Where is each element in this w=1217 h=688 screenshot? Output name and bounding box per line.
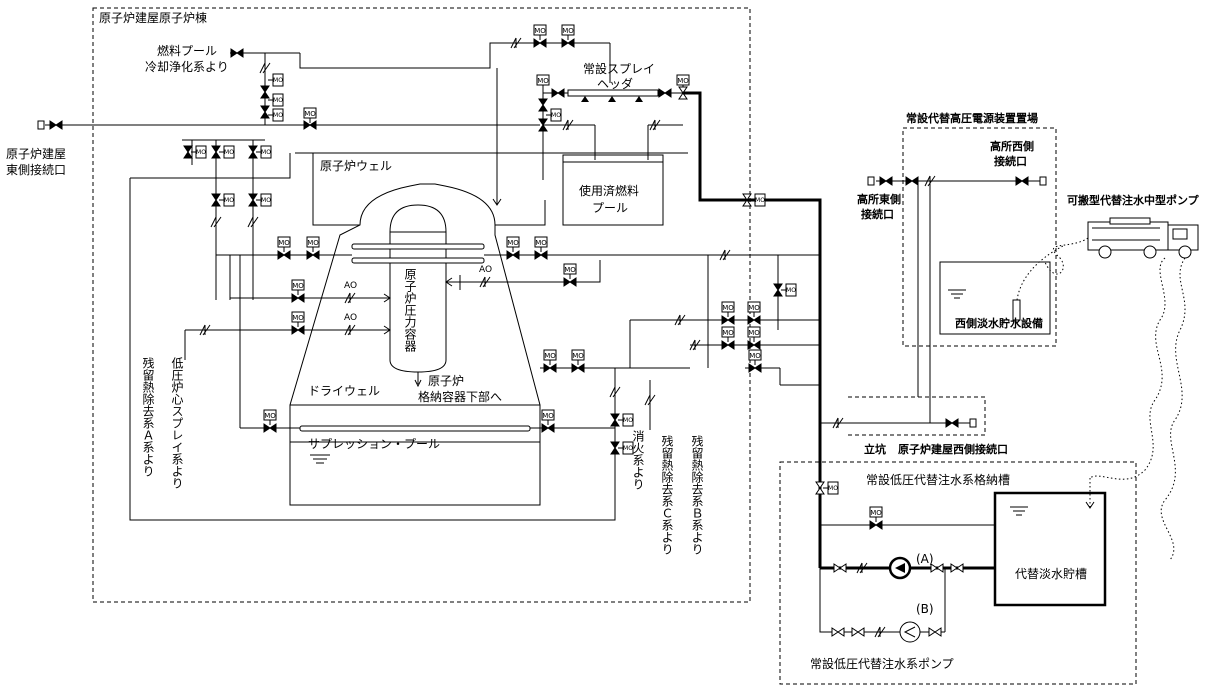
label-sp: サプレッション・プール — [308, 437, 440, 451]
label-rhr-b: 残留熱除去系Ｂ系より — [690, 435, 704, 555]
label-sfp-2: プール — [592, 201, 628, 215]
label-fire: 消火系より — [631, 430, 645, 490]
containment-vessel — [289, 183, 541, 506]
label-spray-2: ヘッダ — [597, 76, 633, 91]
label-east-2: 東側接続口 — [6, 162, 66, 177]
label-east-1: 原子炉建屋 — [6, 147, 66, 161]
alt-water-tank — [993, 491, 1107, 607]
label-pump-a: (A) — [916, 552, 934, 566]
label-west-tank: 西側淡水貯水設備 — [955, 316, 1043, 330]
label-pump-b: (B) — [916, 602, 934, 616]
portable-pump-truck — [1087, 217, 1199, 259]
west-connection-boundary — [848, 396, 986, 436]
label-lower-pcv-1: 原子炉 — [428, 374, 464, 388]
label-alt-tank: 代替淡水貯槽 — [1015, 567, 1087, 581]
label-high-east-2: 接続口 — [861, 207, 894, 221]
label-drywell: ドライウェル — [308, 384, 380, 398]
label-shaft: 立坑 — [864, 442, 886, 456]
label-lpcs: 低圧炉心スプレイ系より — [170, 357, 184, 489]
label-sfp-1: 使用済燃料 — [579, 183, 639, 198]
label-fuel-pool: 燃料プール — [157, 43, 217, 58]
svg-text:AO: AO — [344, 281, 357, 291]
svg-text:AO: AO — [344, 313, 357, 323]
spent-fuel-pool — [562, 154, 664, 226]
label-spray-1: 常設スプレイ — [583, 61, 655, 76]
label-high-west-2: 接続口 — [994, 154, 1027, 168]
reactor-pressure-vessel — [389, 204, 447, 373]
label-high-west-1: 高所西側 — [990, 139, 1034, 153]
pump-b — [899, 621, 921, 643]
main-injection-line — [683, 91, 822, 568]
label-high-east-1: 高所東側 — [857, 192, 901, 206]
label-lp-storage: 常設低圧代替注水系格納槽 — [866, 472, 1010, 487]
label-reactor-building: 原子炉建屋原子炉棟 — [99, 10, 207, 25]
west-water-tank — [939, 261, 1051, 335]
label-rhr-c: 残留熱除去系Ｃ系より — [660, 435, 674, 555]
hv-building-boundary — [902, 127, 1057, 347]
reactor-building-boundary — [92, 7, 751, 603]
label-portable-pump: 可搬型代替注水中型ポンプ — [1067, 193, 1200, 207]
label-lower-pcv-2: 格納容器下部へ — [418, 389, 502, 404]
label-hv-building: 常設代替高圧電源装置置場 — [906, 111, 1038, 125]
label-lp-pumps: 常設低圧代替注水系ポンプ — [810, 656, 954, 671]
label-rpv: 原子炉圧力容器 — [403, 268, 417, 353]
label-west-connection: 原子炉建屋西側接続口 — [898, 442, 1008, 456]
label-reactor-well: 原子炉ウェル — [320, 159, 392, 173]
svg-text:AO: AO — [479, 265, 492, 275]
label-fuel-pool-2: 冷却浄化系より — [145, 60, 229, 74]
lp-storage-boundary — [779, 461, 1137, 685]
label-rhr-a: 残留熱除去系Ａ系より — [141, 357, 155, 477]
